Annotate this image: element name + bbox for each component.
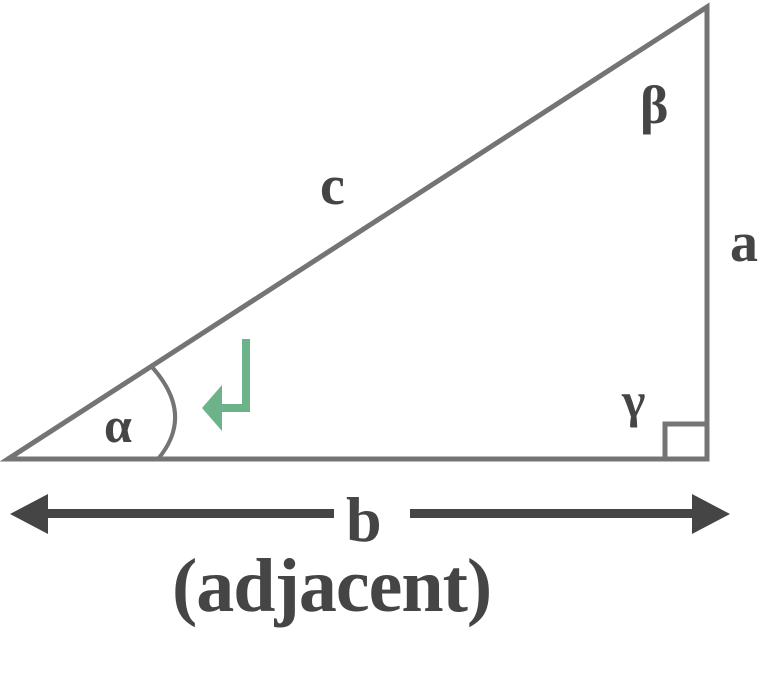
angle-label-gamma: γ xyxy=(622,372,646,428)
adjacent-double-arrow xyxy=(10,494,730,534)
side-label-a: a xyxy=(730,212,758,274)
adjacent-caption: (adjacent) xyxy=(172,544,492,628)
angle-label-beta: β xyxy=(640,75,669,135)
right-angle-marker xyxy=(662,421,707,459)
side-label-c: c xyxy=(320,155,345,217)
return-arrow-icon xyxy=(202,339,250,431)
angle-arc-alpha xyxy=(150,365,178,461)
side-label-b: b xyxy=(346,484,382,555)
angle-label-alpha: α xyxy=(104,397,132,453)
triangle-outline xyxy=(0,2,710,462)
